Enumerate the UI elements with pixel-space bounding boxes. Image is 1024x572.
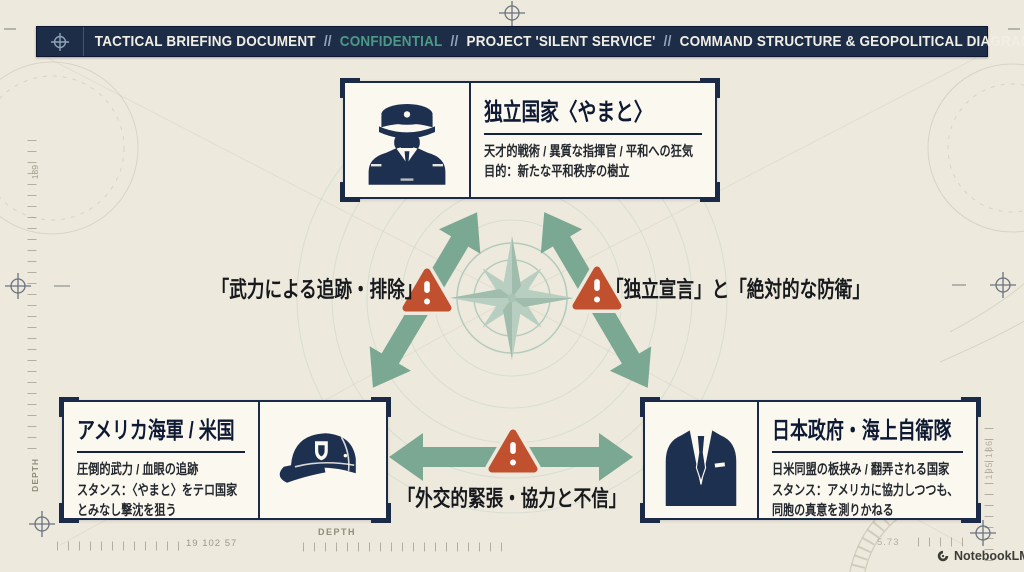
- us-navy-traits: 圧倒的武力 / 血眼の追跡: [77, 461, 199, 477]
- corner-bracket: [371, 503, 391, 523]
- edge-dashes: [4, 28, 1020, 287]
- header-title-row: TACTICAL BRIEFING DOCUMENT // CONFIDENTI…: [84, 33, 1024, 50]
- header-left-section: [37, 27, 84, 56]
- title-divider: [77, 451, 245, 453]
- relation-label-us-japan: 「外交的緊張・協力と不信」: [397, 486, 627, 511]
- ruler-ticks: [27, 140, 994, 562]
- business-suit-icon: [665, 429, 737, 506]
- corner-bracket: [700, 182, 720, 202]
- notebooklm-brand-text: NotebookLM: [954, 549, 1024, 563]
- warning-icons: [399, 263, 625, 476]
- title-divider: [772, 451, 963, 453]
- yamato-title: 独立国家〈やまと〉: [484, 99, 653, 126]
- yamato-objective: 目的：新たな平和秩序の樹立: [484, 163, 630, 180]
- us-navy-stance: スタンス：〈やまと〉をテロ国家とみなし撃沈を狙う: [77, 482, 238, 518]
- yamato-text-cell: 独立国家〈やまと〉 天才的戦術 / 異質な指揮官 / 平和への狂気 目的：新たな…: [471, 83, 715, 197]
- blueprint-arcs: [0, 61, 1024, 363]
- navy-cap-icon: [279, 433, 356, 483]
- corner-bracket: [59, 503, 79, 523]
- warning-triangle-icon: [569, 263, 625, 313]
- header-separator: //: [323, 33, 332, 50]
- corner-bracket: [961, 503, 981, 523]
- classification-label: CONFIDENTIAL: [339, 33, 443, 50]
- depth-label-left: DEPTH: [30, 458, 40, 492]
- us-navy-icon-cell: [258, 402, 386, 518]
- japan-traits: 日米同盟の板挟み / 翻弄される国家: [772, 461, 950, 477]
- corner-bracket: [371, 397, 391, 417]
- corner-bracket: [340, 182, 360, 202]
- notebooklm-brand: NotebookLM: [936, 549, 1024, 563]
- plate-number-right: 195 186: [984, 440, 994, 480]
- corner-bracket: [700, 78, 720, 98]
- corner-bracket: [59, 397, 79, 417]
- yamato-icon-cell: [345, 83, 471, 197]
- node-japan-government: 日本政府・海上自衛隊 日米同盟の板挟み / 翻弄される国家 スタンス：アメリカに…: [640, 397, 981, 523]
- title-divider: [484, 133, 702, 135]
- plate-number-bottom-right: 5.73: [877, 537, 900, 548]
- header-separator: //: [663, 33, 672, 50]
- relation-label-yamato-japan: 「独立宣言」と「絶対的な防衛」: [605, 277, 871, 302]
- header-separator: //: [450, 33, 459, 50]
- us-navy-title: アメリカ海軍 / 米国: [77, 417, 235, 443]
- project-name: PROJECT 'SILENT SERVICE': [466, 33, 656, 50]
- plate-number-bottom-left: 19 102 57: [186, 538, 238, 549]
- node-yamato: 独立国家〈やまと〉 天才的戦術 / 異質な指揮官 / 平和への狂気 目的：新たな…: [340, 78, 720, 202]
- document-type: TACTICAL BRIEFING DOCUMENT: [94, 33, 316, 50]
- yamato-traits: 天才的戦術 / 異質な指揮官 / 平和への狂気: [484, 143, 694, 159]
- japan-title: 日本政府・海上自衛隊: [772, 417, 952, 443]
- corner-bracket: [640, 503, 660, 523]
- node-us-navy: アメリカ海軍 / 米国 圧倒的武力 / 血眼の追跡 スタンス：〈やまと〉をテロ国…: [59, 397, 391, 523]
- warning-triangle-icon: [399, 265, 455, 315]
- plate-number-left: 189: [30, 165, 40, 180]
- depth-label-bottom: DEPTH: [318, 527, 357, 537]
- notebooklm-logo-icon: [937, 550, 949, 562]
- header-bar: TACTICAL BRIEFING DOCUMENT // CONFIDENTI…: [36, 26, 1024, 57]
- relation-label-yamato-us: 「武力による追跡・排除」: [211, 277, 423, 302]
- japan-stance: スタンス：アメリカに協力しつつも、同胞の真意を測りかねる: [772, 482, 959, 518]
- crosshair-icon: [51, 32, 69, 51]
- us-navy-text-cell: アメリカ海軍 / 米国 圧倒的武力 / 血眼の追跡 スタンス：〈やまと〉をテロ国…: [64, 402, 258, 518]
- document-subtitle: COMMAND STRUCTURE & GEOPOLITICAL DIAGRAM: [679, 33, 1024, 50]
- crosshair-icons: [5, 1, 1016, 546]
- warning-triangle-icon: [485, 426, 541, 476]
- japan-icon-cell: [645, 402, 759, 518]
- corner-bracket: [340, 78, 360, 98]
- corner-bracket: [640, 397, 660, 417]
- naval-officer-icon: [368, 104, 446, 185]
- corner-bracket: [961, 397, 981, 417]
- compass-rose-icon: [450, 236, 574, 360]
- japan-text-cell: 日本政府・海上自衛隊 日米同盟の板挟み / 翻弄される国家 スタンス：アメリカに…: [759, 402, 976, 518]
